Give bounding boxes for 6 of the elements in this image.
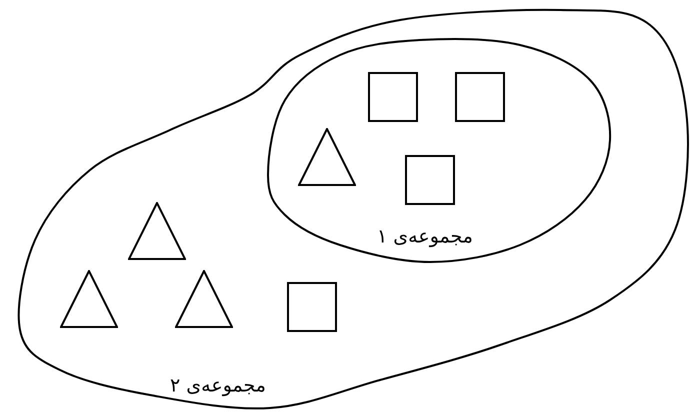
square bbox=[455, 72, 505, 122]
set-label: مجموعه‌ی ۲ bbox=[170, 376, 266, 396]
square bbox=[287, 282, 337, 332]
square bbox=[405, 155, 455, 205]
square bbox=[368, 72, 418, 122]
set-label: مجموعه‌ی ۱ bbox=[377, 226, 473, 248]
